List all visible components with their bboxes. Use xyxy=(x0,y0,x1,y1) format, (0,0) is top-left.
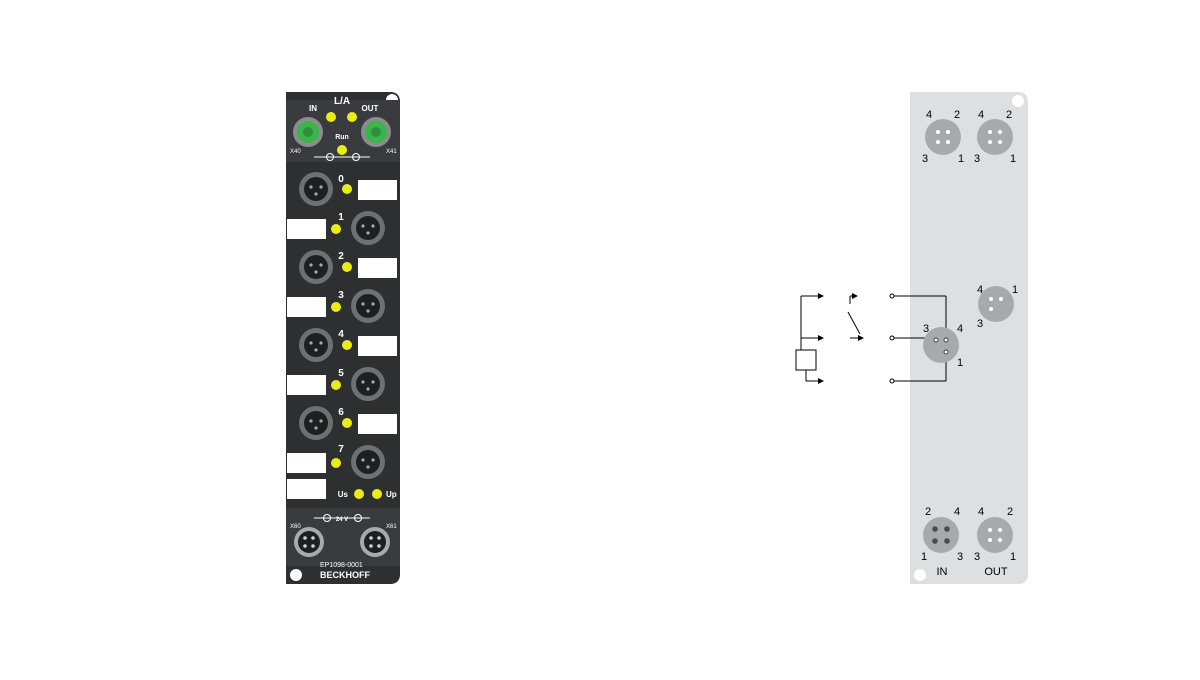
terminal-dots xyxy=(889,293,895,384)
pinout-io-wired: 3 4 1 xyxy=(923,323,963,369)
svg-text:1: 1 xyxy=(1010,153,1016,165)
io-module: IN L/A OUT Run X40 X41 0 xyxy=(286,92,400,584)
pinout-out: 4 2 3 1 xyxy=(974,506,1016,563)
pinout-top-left: 4 2 3 1 xyxy=(922,109,964,165)
svg-text:3: 3 xyxy=(974,153,980,165)
ch5-number: 5 xyxy=(338,368,344,379)
ch6-row: 6 xyxy=(299,406,397,440)
ch7-label xyxy=(287,453,326,473)
pinout-in: 2 4 1 3 xyxy=(921,506,963,563)
svg-text:3: 3 xyxy=(957,551,963,563)
led-link-in xyxy=(326,112,336,122)
label-out: OUT xyxy=(362,104,379,113)
ch1-led xyxy=(331,224,341,234)
led-link-out xyxy=(347,112,357,122)
label-schematic-out: OUT xyxy=(984,566,1008,578)
label-run: Run xyxy=(335,134,349,141)
svg-text:4: 4 xyxy=(978,109,984,121)
ch2-label xyxy=(358,258,397,278)
led-run xyxy=(337,145,347,155)
ch0-label xyxy=(358,180,397,200)
pinout-top-right: 4 2 3 1 xyxy=(974,109,1016,165)
pinout-io-reference: 4 1 3 xyxy=(977,284,1018,330)
ethercat-direction-icon xyxy=(314,153,370,161)
svg-text:1: 1 xyxy=(958,153,964,165)
led-us xyxy=(354,489,364,499)
label-x40: X40 xyxy=(290,149,301,155)
sensor-symbol xyxy=(795,349,817,371)
panel-hole-top xyxy=(1012,95,1024,107)
ch0-row: 0 xyxy=(299,172,397,206)
ch4-number: 4 xyxy=(338,329,344,340)
arrow-heads xyxy=(818,293,864,384)
extra-label xyxy=(287,479,326,499)
svg-text:4: 4 xyxy=(954,506,960,518)
ch3-label xyxy=(287,297,326,317)
svg-text:3: 3 xyxy=(922,153,928,165)
svg-text:2: 2 xyxy=(925,506,931,518)
ch4-label xyxy=(358,336,397,356)
panel-hole-bottom xyxy=(914,569,926,581)
label-up: Up xyxy=(386,490,397,499)
mounting-hole-bottom xyxy=(290,569,302,581)
ch0-led xyxy=(342,184,352,194)
label-la: L/A xyxy=(334,96,350,107)
ethercat-out-port xyxy=(361,117,391,147)
ch5-label xyxy=(287,375,326,395)
label-x41: X41 xyxy=(386,149,397,155)
label-schematic-in: IN xyxy=(937,566,948,578)
svg-text:2: 2 xyxy=(954,109,960,121)
svg-text:2: 2 xyxy=(1006,109,1012,121)
svg-text:1: 1 xyxy=(957,357,963,369)
ethercat-in-port xyxy=(293,117,323,147)
led-up xyxy=(372,489,382,499)
ch1-row: 1 xyxy=(287,211,385,245)
ch2-row: 2 xyxy=(299,250,397,284)
label-in: IN xyxy=(309,104,317,113)
ch7-led xyxy=(331,458,341,468)
ch4-row: 4 xyxy=(299,328,397,362)
ch6-led xyxy=(342,418,352,428)
supply-direction-icon xyxy=(314,514,370,522)
ch5-row: 5 xyxy=(287,367,385,401)
svg-text:1: 1 xyxy=(1012,284,1018,296)
ch6-label xyxy=(358,414,397,434)
ch6-number: 6 xyxy=(338,407,344,418)
svg-text:1: 1 xyxy=(1010,551,1016,563)
ch4-led xyxy=(342,340,352,350)
label-x60: X60 xyxy=(290,524,301,530)
brand-logo: BECKHOFF xyxy=(320,570,370,580)
svg-text:1: 1 xyxy=(921,551,927,563)
ch2-led xyxy=(342,262,352,272)
svg-text:3: 3 xyxy=(977,318,983,330)
ch0-number: 0 xyxy=(338,174,344,185)
ch3-row: 3 xyxy=(287,289,385,323)
label-supply: 24 V xyxy=(336,517,348,523)
ch3-led xyxy=(331,302,341,312)
ch1-number: 1 xyxy=(338,212,344,223)
ch7-number: 7 xyxy=(338,444,344,455)
svg-text:2: 2 xyxy=(1007,506,1013,518)
label-us: Us xyxy=(338,490,349,499)
part-number: EP1098-0001 xyxy=(320,562,363,569)
svg-text:4: 4 xyxy=(977,284,983,296)
power-in-connector xyxy=(294,527,324,557)
connection-schematic: 4 2 3 1 4 2 3 1 4 1 3 xyxy=(795,92,1028,584)
svg-text:3: 3 xyxy=(974,551,980,563)
ch2-number: 2 xyxy=(338,251,344,262)
label-x61: X61 xyxy=(386,524,397,530)
svg-text:4: 4 xyxy=(978,506,984,518)
svg-text:4: 4 xyxy=(926,109,932,121)
ch5-led xyxy=(331,380,341,390)
svg-text:4: 4 xyxy=(957,323,963,335)
svg-text:3: 3 xyxy=(923,323,929,335)
power-out-connector xyxy=(360,527,390,557)
ch3-number: 3 xyxy=(338,290,344,301)
schematic-panel xyxy=(910,92,1028,584)
ch1-label xyxy=(287,219,326,239)
ch7-row: 7 xyxy=(287,444,385,479)
